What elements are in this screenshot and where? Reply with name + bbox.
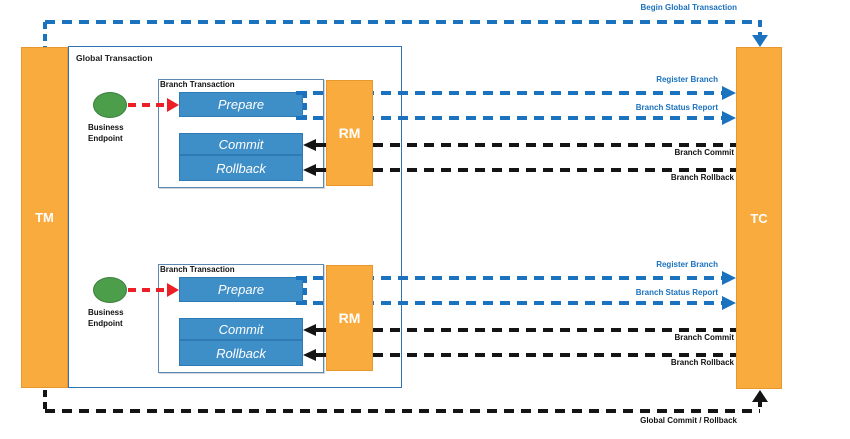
branch-transaction-title: Branch Transaction xyxy=(160,265,235,274)
register-branch-label: Register Branch xyxy=(656,260,718,269)
branch-transaction-title: Branch Transaction xyxy=(160,80,235,89)
branch-commit-line xyxy=(373,143,736,147)
tc-label: TC xyxy=(750,210,768,226)
branch-commit-line xyxy=(373,328,736,332)
branch-commit-shaft xyxy=(315,328,326,332)
branch-status-report-arrowhead-icon xyxy=(722,111,736,125)
invoke-arrowhead-icon xyxy=(167,283,179,297)
tc-node: TC xyxy=(736,47,782,389)
register-branch-label: Register Branch xyxy=(656,75,718,84)
branch-status-report-line xyxy=(296,116,736,120)
branch-rollback-shaft xyxy=(315,353,326,357)
prepare-bracket-line xyxy=(303,276,307,305)
register-branch-arrowhead-icon xyxy=(722,86,736,100)
branch-commit-arrowhead-icon xyxy=(303,139,316,151)
register-branch-line xyxy=(296,91,736,95)
prepare-bracket-line xyxy=(303,91,307,120)
tm-label: TM xyxy=(35,210,54,225)
global-cr-line xyxy=(45,409,760,413)
branch-rollback-line xyxy=(373,353,736,357)
branch-transaction-box xyxy=(158,264,324,373)
branch-transaction-group-2: Branch Transaction Business Endpoint Pre… xyxy=(88,260,748,374)
begin-flow-arrowhead-icon xyxy=(752,35,768,47)
branch-commit-label: Branch Commit xyxy=(674,333,734,342)
tm-node: TM xyxy=(21,47,68,388)
prepare-step: Prepare xyxy=(179,277,303,302)
global-cr-stub-tc xyxy=(758,400,762,412)
branch-rollback-arrowhead-icon xyxy=(303,164,316,176)
invoke-arrow-line xyxy=(128,288,167,292)
branch-status-report-label: Branch Status Report xyxy=(635,103,718,112)
invoke-arrowhead-icon xyxy=(167,98,179,112)
global-transaction-title: Global Transaction xyxy=(76,53,153,63)
branch-commit-arrowhead-icon xyxy=(303,324,316,336)
begin-flow-stub-tm xyxy=(43,22,47,47)
branch-rollback-line xyxy=(373,168,736,172)
prepare-step: Prepare xyxy=(179,92,303,117)
register-branch-arrowhead-icon xyxy=(722,271,736,285)
branch-status-report-line xyxy=(296,301,736,305)
branch-rollback-shaft xyxy=(315,168,326,172)
business-endpoint-label: Business Endpoint xyxy=(88,308,124,328)
branch-rollback-arrowhead-icon xyxy=(303,349,316,361)
register-branch-line xyxy=(296,276,736,280)
global-commit-rollback-label: Global Commit / Rollback xyxy=(640,416,737,425)
invoke-arrow-line xyxy=(128,103,167,107)
global-transaction-box: Global Transaction xyxy=(68,46,402,388)
branch-transaction-box xyxy=(158,79,324,188)
branch-transaction-group-1: Branch Transaction Business Endpoint Pre… xyxy=(88,75,748,189)
business-endpoint-circle-icon xyxy=(93,277,127,303)
commit-step: Commit xyxy=(179,318,303,340)
begin-flow-line xyxy=(45,20,760,24)
business-endpoint-label: Business Endpoint xyxy=(88,123,124,143)
branch-commit-shaft xyxy=(315,143,326,147)
rollback-step: Rollback xyxy=(179,340,303,366)
global-cr-stub-tm xyxy=(43,390,47,411)
begin-global-transaction-label: Begin Global Transaction xyxy=(640,3,737,12)
branch-status-report-arrowhead-icon xyxy=(722,296,736,310)
commit-step: Commit xyxy=(179,133,303,155)
branch-status-report-label: Branch Status Report xyxy=(635,288,718,297)
business-endpoint-circle-icon xyxy=(93,92,127,118)
rollback-step: Rollback xyxy=(179,155,303,181)
rm-node: RM xyxy=(326,265,373,371)
branch-rollback-label: Branch Rollback xyxy=(670,173,734,182)
begin-flow-stub-tc xyxy=(758,20,762,37)
branch-commit-label: Branch Commit xyxy=(674,148,734,157)
branch-rollback-label: Branch Rollback xyxy=(670,358,734,367)
rm-node: RM xyxy=(326,80,373,186)
global-cr-arrowhead-icon xyxy=(752,390,768,402)
